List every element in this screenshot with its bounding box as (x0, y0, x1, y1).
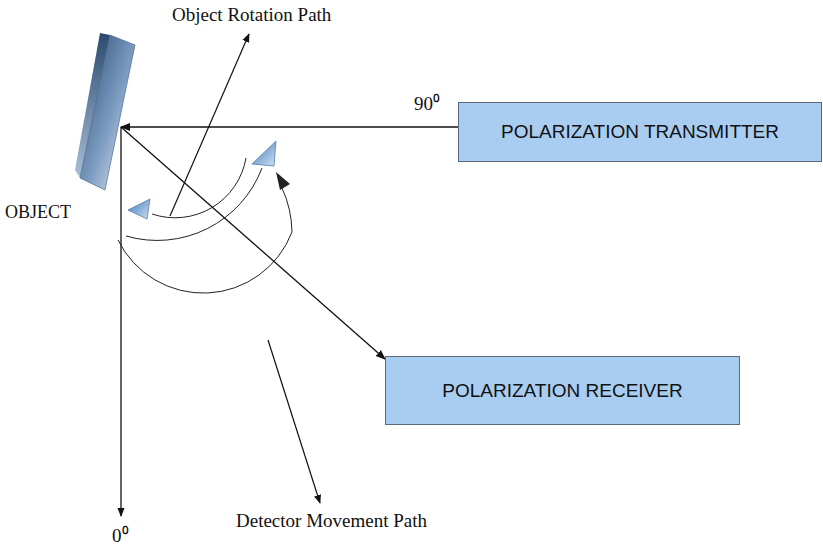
rotation-arc (126, 168, 262, 240)
object-label: OBJECT (5, 202, 71, 223)
object-plate: OBJECT (5, 28, 140, 223)
reference-axis (120, 127, 121, 516)
transmitter-box: POLARIZATION TRANSMITTER (458, 102, 822, 162)
receiver-box: POLARIZATION RECEIVER (385, 356, 740, 425)
object-slab (5, 28, 140, 223)
box-label: POLARIZATION RECEIVER (442, 380, 682, 402)
path-label: Object Rotation Path (172, 4, 331, 26)
box-label: POLARIZATION TRANSMITTER (501, 121, 779, 143)
detector-arc (118, 188, 292, 293)
object-marker (128, 199, 150, 219)
detector-marker (252, 141, 276, 166)
path-label: Detector Movement Path (236, 510, 427, 532)
angle-label: 0⁰ (112, 522, 129, 546)
leader-arrow (170, 34, 249, 216)
arc-arrowhead (276, 172, 290, 190)
beam-arrow (121, 126, 458, 127)
leader-arrow (268, 340, 320, 503)
beam-arrow (121, 127, 385, 359)
angle-label: 90⁰ (414, 90, 440, 116)
